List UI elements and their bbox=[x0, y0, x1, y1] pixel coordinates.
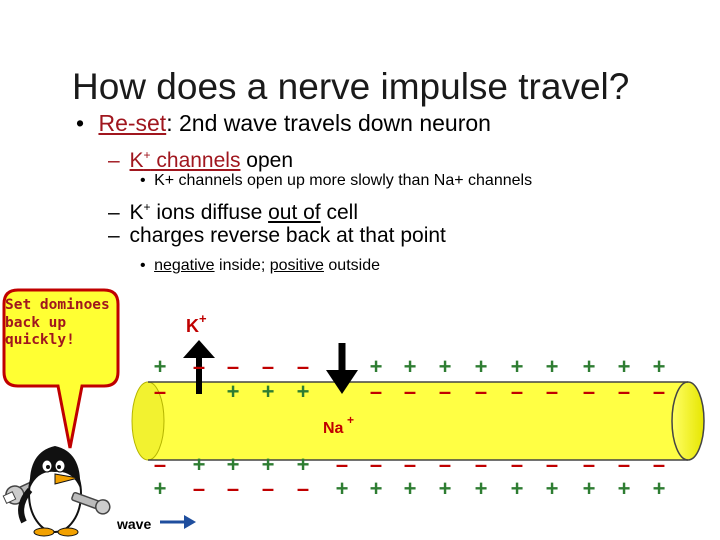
minus-charge-top-inner: – bbox=[618, 379, 630, 404]
minus-charge-top-outer: – bbox=[193, 354, 205, 379]
plus-charge-top-outer: + bbox=[439, 354, 452, 379]
plus-charge-bottom-inner: + bbox=[297, 452, 310, 477]
plus-charge-top-outer: + bbox=[618, 354, 631, 379]
plus-charge-top-inner: + bbox=[227, 379, 240, 404]
minus-charge-bottom-outer: – bbox=[227, 476, 239, 501]
plus-charge-bottom-outer: + bbox=[653, 476, 666, 501]
minus-charge-bottom-inner: – bbox=[404, 452, 416, 477]
plus-charge-bottom-outer: + bbox=[475, 476, 488, 501]
minus-charge-bottom-outer: – bbox=[262, 476, 274, 501]
minus-charge-bottom-inner: – bbox=[370, 452, 382, 477]
k-ion-label: K bbox=[186, 316, 199, 336]
plus-charge-bottom-inner: + bbox=[193, 452, 206, 477]
callout-text: Set dominoes back up quickly! bbox=[5, 297, 115, 350]
plus-charge-top-outer: + bbox=[583, 354, 596, 379]
minus-charge-bottom-inner: – bbox=[618, 452, 630, 477]
penguin-mascot-icon bbox=[1, 446, 112, 536]
plus-charge-top-outer: + bbox=[404, 354, 417, 379]
plus-charge-bottom-outer: + bbox=[583, 476, 596, 501]
minus-charge-bottom-inner: – bbox=[475, 452, 487, 477]
minus-charge-bottom-inner: – bbox=[546, 452, 558, 477]
minus-charge-top-inner: – bbox=[583, 379, 595, 404]
na-ion-superscript: + bbox=[347, 413, 354, 427]
minus-charge-top-inner: – bbox=[404, 379, 416, 404]
minus-charge-top-outer: – bbox=[297, 354, 309, 379]
plus-charge-bottom-outer: + bbox=[336, 476, 349, 501]
minus-charge-bottom-inner: – bbox=[653, 452, 665, 477]
minus-charge-top-inner: – bbox=[653, 379, 665, 404]
plus-charge-bottom-inner: + bbox=[227, 452, 240, 477]
minus-charge-bottom-inner: – bbox=[154, 452, 166, 477]
minus-charge-top-outer: – bbox=[227, 354, 239, 379]
plus-charge-top-outer: + bbox=[653, 354, 666, 379]
minus-charge-bottom-inner: – bbox=[583, 452, 595, 477]
k-ion-superscript: + bbox=[199, 311, 207, 326]
plus-charge-bottom-inner: + bbox=[262, 452, 275, 477]
plus-charge-top-outer: + bbox=[370, 354, 383, 379]
plus-charge-bottom-outer: + bbox=[618, 476, 631, 501]
plus-charge-top-outer: + bbox=[546, 354, 559, 379]
minus-charge-bottom-outer: – bbox=[193, 476, 205, 501]
minus-charge-top-inner: – bbox=[370, 379, 382, 404]
wave-label: wave bbox=[116, 516, 151, 532]
minus-charge-top-outer: – bbox=[262, 354, 274, 379]
plus-charge-bottom-outer: + bbox=[546, 476, 559, 501]
minus-charge-bottom-inner: – bbox=[511, 452, 523, 477]
plus-charge-top-inner: + bbox=[262, 379, 275, 404]
minus-charge-top-inner: – bbox=[154, 379, 166, 404]
plus-charge-top-outer: + bbox=[154, 354, 167, 379]
minus-charge-top-inner: – bbox=[439, 379, 451, 404]
plus-charge-bottom-outer: + bbox=[154, 476, 167, 501]
plus-charge-bottom-outer: + bbox=[370, 476, 383, 501]
plus-charge-bottom-outer: + bbox=[404, 476, 417, 501]
na-ion-label: Na bbox=[323, 420, 344, 437]
wave-arrow-icon bbox=[160, 515, 196, 529]
plus-charge-bottom-outer: + bbox=[511, 476, 524, 501]
minus-charge-bottom-inner: – bbox=[336, 452, 348, 477]
plus-charge-top-outer: + bbox=[475, 354, 488, 379]
plus-charge-bottom-outer: + bbox=[439, 476, 452, 501]
plus-charge-top-inner: + bbox=[297, 379, 310, 404]
minus-charge-top-inner: – bbox=[546, 379, 558, 404]
minus-charge-bottom-inner: – bbox=[439, 452, 451, 477]
minus-charge-top-inner: – bbox=[511, 379, 523, 404]
plus-charge-top-outer: + bbox=[511, 354, 524, 379]
minus-charge-top-inner: – bbox=[475, 379, 487, 404]
minus-charge-bottom-outer: – bbox=[297, 476, 309, 501]
